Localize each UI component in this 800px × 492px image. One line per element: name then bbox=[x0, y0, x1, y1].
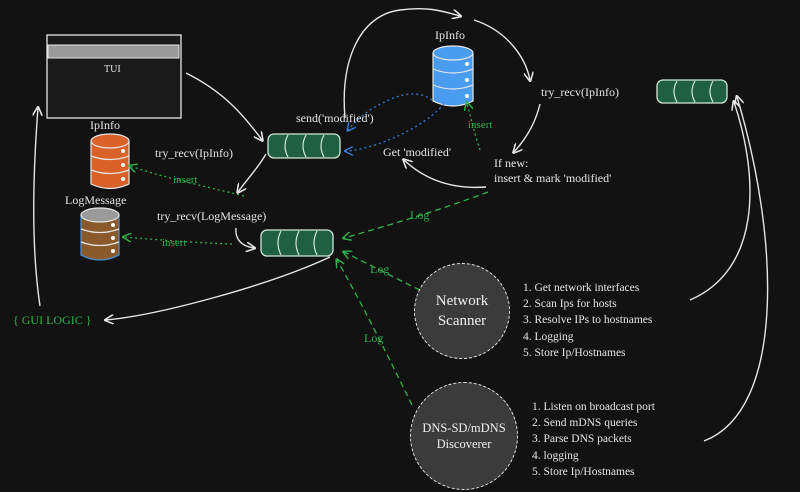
arrow-ns-to-right-channel bbox=[689, 102, 751, 301]
arrow-channel-loop-top bbox=[343, 7, 460, 119]
dns-discoverer-name-1: DNS-SD/mDNS bbox=[422, 421, 506, 435]
list-item: 2. Send mDNS queries bbox=[532, 417, 638, 430]
arrow-top-to-tryrecv-right bbox=[473, 19, 530, 80]
tui-window bbox=[46, 34, 182, 119]
list-item: 4. logging bbox=[532, 449, 579, 462]
send-modified-label: send('modified') bbox=[296, 111, 374, 125]
list-item: 2. Scan Ips for hosts bbox=[523, 298, 617, 311]
list-item: 5. Store Ip/Hostnames bbox=[523, 346, 626, 359]
arrow-gui-to-tui bbox=[34, 108, 40, 307]
log-label-1: Log bbox=[410, 208, 430, 222]
dns-discoverer-node: DNS-SD/mDNS Discoverer bbox=[410, 382, 518, 490]
network-scanner-name-2: Scanner bbox=[437, 313, 487, 329]
arrow-log-network-scanner bbox=[344, 252, 421, 291]
gui-logic-label: { GUI LOGIC } bbox=[13, 313, 92, 327]
ipinfo-top-label: IpInfo bbox=[435, 28, 465, 42]
dns-discoverer-name-2: Discoverer bbox=[436, 437, 492, 451]
if-new-line2: insert & mark 'modified' bbox=[494, 171, 612, 185]
arrow-channel-to-gui bbox=[106, 256, 331, 320]
network-scanner-steps: 1. Get network interfaces 2. Scan Ips fo… bbox=[523, 280, 652, 361]
db-ipinfo-top bbox=[432, 45, 474, 107]
insert-log-label: insert bbox=[162, 237, 187, 249]
arrow-log-dns bbox=[337, 260, 413, 406]
list-item: 1. Listen on broadcast port bbox=[532, 401, 655, 413]
log-label-2: Log bbox=[370, 262, 390, 276]
arrow-blue-db-to-send bbox=[348, 93, 433, 130]
try-recv-logmessage: try_recv(LogMessage) bbox=[157, 209, 267, 223]
dns-discoverer-steps: 1. Listen on broadcast port 2. Send mDNS… bbox=[532, 399, 655, 480]
arrow-channel-to-trylog bbox=[238, 153, 267, 192]
list-item: 1. Get network interfaces bbox=[523, 282, 640, 294]
arrow-insert-log bbox=[124, 237, 233, 245]
channel-center-bottom bbox=[260, 229, 334, 257]
channel-right bbox=[656, 79, 728, 104]
arrow-insert-ipinfo bbox=[130, 166, 245, 197]
arrow-tryrecv-to-ifnew bbox=[514, 103, 541, 152]
if-new-line1: If new: bbox=[494, 156, 529, 170]
arrow-ifnew-to-getmodified bbox=[404, 160, 487, 189]
arrow-insert-top bbox=[467, 103, 481, 151]
arrow-tui-to-channel bbox=[185, 72, 262, 140]
tui-label: TUI bbox=[104, 64, 121, 75]
try-recv-ipinfo-right: try_recv(IpInfo) bbox=[541, 85, 619, 99]
ipinfo-left-label: IpInfo bbox=[90, 118, 120, 132]
insert-top-label: insert bbox=[468, 119, 493, 131]
arrow-blue-getmodified bbox=[346, 103, 445, 151]
network-scanner-node: Network Scanner bbox=[414, 263, 510, 359]
list-item: 3. Parse DNS packets bbox=[532, 433, 632, 446]
log-label-3: Log bbox=[364, 331, 384, 345]
arrow-log-ifnew bbox=[344, 191, 489, 238]
logmessage-label: LogMessage bbox=[65, 193, 127, 207]
channel-center-top bbox=[267, 133, 341, 159]
insert-ipinfo-label: insert bbox=[173, 174, 198, 186]
list-item: 4. Logging bbox=[523, 330, 574, 343]
list-item: 3. Resolve IPs to hostnames bbox=[523, 314, 653, 327]
arrow-dns-to-right-channel bbox=[703, 97, 769, 442]
list-item: 5. Store Ip/Hostnames bbox=[532, 465, 635, 478]
db-logmessage bbox=[80, 207, 120, 261]
get-modified-label: Get 'modified' bbox=[383, 145, 451, 159]
db-ipinfo-left bbox=[90, 133, 130, 190]
try-recv-ipinfo-left: try_recv(IpInfo) bbox=[155, 146, 233, 160]
arrow-trylog-to-channel bbox=[235, 227, 254, 248]
network-scanner-name-1: Network bbox=[435, 293, 489, 309]
